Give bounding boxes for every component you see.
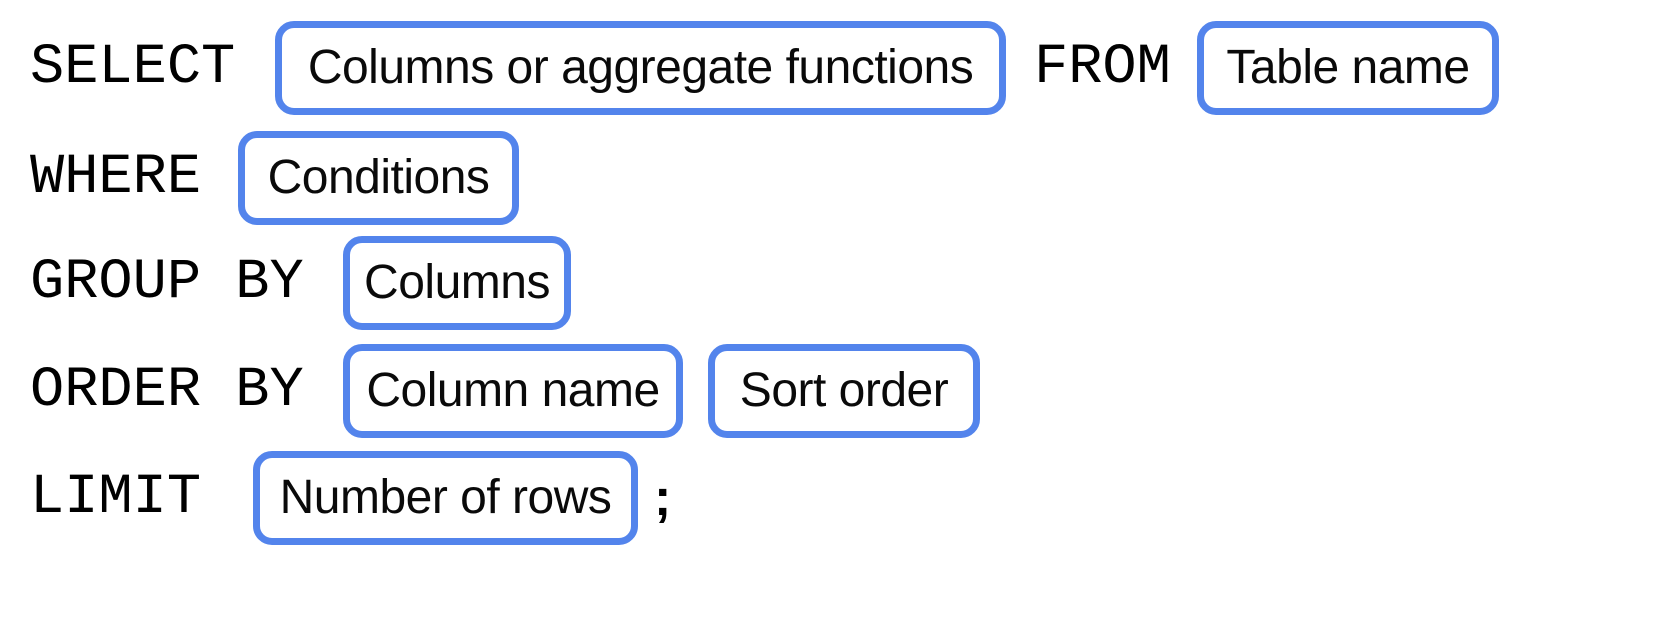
statement-row-order-by: ORDER BY Column name Sort order xyxy=(30,344,980,438)
statement-row-where: WHERE Conditions xyxy=(30,131,519,225)
token-label-number-of-rows: Number of rows xyxy=(279,471,612,524)
token-table-name[interactable]: Table name xyxy=(1197,21,1499,115)
keyword-order-by: ORDER BY xyxy=(30,358,304,423)
token-label-columns-or-aggregate-functions: Columns or aggregate functions xyxy=(307,41,974,94)
token-columns-or-aggregate-functions[interactable]: Columns or aggregate functions xyxy=(275,21,1006,115)
token-number-of-rows[interactable]: Number of rows xyxy=(253,451,638,545)
keyword-group-by: GROUP BY xyxy=(30,250,304,315)
keyword-select: SELECT xyxy=(30,35,236,100)
statement-row-select: SELECT Columns or aggregate functions FR… xyxy=(30,21,1499,115)
token-label-sort-order: Sort order xyxy=(739,364,949,417)
token-sort-order[interactable]: Sort order xyxy=(708,344,980,438)
statement-terminator-semicolon: ; xyxy=(654,469,672,527)
statement-row-limit: LIMIT Number of rows ; xyxy=(30,451,671,545)
token-label-table-name: Table name xyxy=(1226,41,1470,94)
token-label-conditions: Conditions xyxy=(267,151,490,204)
token-column-name[interactable]: Column name xyxy=(343,344,683,438)
token-conditions[interactable]: Conditions xyxy=(238,131,519,225)
keyword-from: FROM xyxy=(1034,35,1171,100)
statement-row-group-by: GROUP BY Columns xyxy=(30,236,571,330)
token-label-columns: Columns xyxy=(364,256,550,309)
keyword-where: WHERE xyxy=(30,145,202,210)
keyword-limit: LIMIT xyxy=(30,465,202,530)
token-label-column-name: Column name xyxy=(366,364,660,417)
token-columns[interactable]: Columns xyxy=(343,236,571,330)
